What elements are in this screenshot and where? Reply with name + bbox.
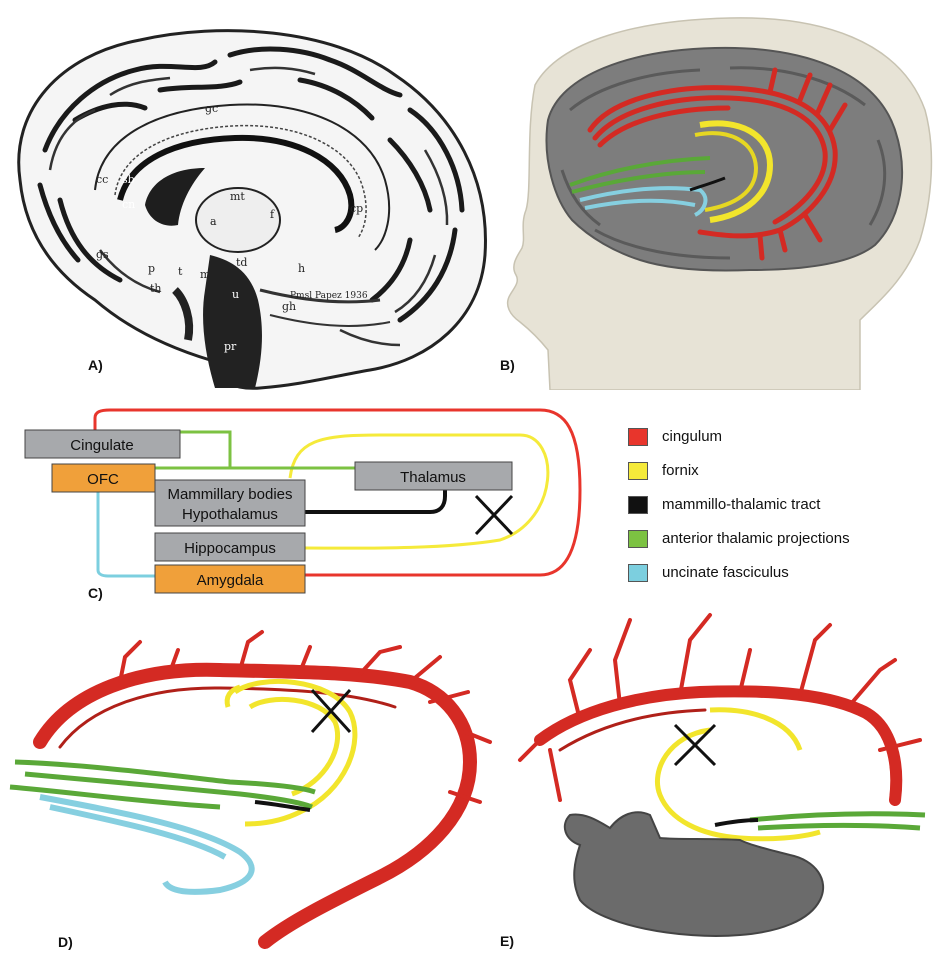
circuit-svg: Cingulate OFC Mammillary bodies Hypothal…: [0, 400, 620, 610]
amygdala-mesh: [565, 812, 823, 936]
panel-e-tractography: E): [500, 600, 936, 952]
tractography-e-image: [500, 600, 936, 952]
panel-a-papez-sketch: gc cc sb cn a mt f cp gs p th t m td h u…: [0, 0, 500, 390]
lesion-x-mark: [476, 496, 512, 534]
mammillary-label-line1: Mammillary bodies: [167, 486, 292, 503]
legend-swatch-uncinate: [628, 564, 648, 582]
legend-item: mammillo-thalamic tract: [628, 490, 928, 524]
panel-c-circuit-diagram: Cingulate OFC Mammillary bodies Hypothal…: [0, 400, 620, 610]
legend-item: cingulum: [628, 422, 928, 456]
sketch-tag-gs: gs: [96, 248, 109, 261]
mammillary-label-line2: Hypothalamus: [182, 506, 278, 523]
sketch-tag-gc: gc: [205, 102, 218, 115]
legend-item: anterior thalamic projections: [628, 524, 928, 558]
sketch-tag-m: m: [200, 268, 211, 281]
ofc-label: OFC: [87, 471, 119, 488]
mtt-connection: [305, 488, 445, 512]
sketch-tag-gh: gh: [282, 300, 296, 313]
sketch-tag-cc: cc: [96, 173, 108, 186]
cingulate-label: Cingulate: [70, 437, 133, 454]
sketch-tag-sb: sb: [122, 173, 135, 186]
sketch-tag-p: p: [148, 262, 155, 275]
panel-d-tractography: D): [0, 612, 500, 952]
tractography-d-image: [0, 612, 500, 952]
sketch-tag-u: u: [232, 288, 239, 301]
panel-d-label: D): [58, 934, 73, 950]
tract-legend: cingulum fornix mammillo-thalamic tract …: [628, 422, 928, 592]
legend-swatch-cingulum: [628, 428, 648, 446]
legend-swatch-mtt: [628, 496, 648, 514]
head-render-image: [500, 0, 936, 390]
sketch-tag-h: h: [298, 262, 305, 275]
panel-b-label: B): [500, 357, 515, 373]
sketch-tag-t: t: [178, 265, 183, 278]
sketch-tag-th: th: [150, 282, 162, 295]
legend-label-anterior: anterior thalamic projections: [662, 530, 850, 547]
legend-label-cingulum: cingulum: [662, 428, 722, 445]
legend-swatch-fornix: [628, 462, 648, 480]
panel-e-label: E): [500, 933, 514, 949]
amygdala-label: Amygdala: [197, 572, 264, 589]
uncinate-connection: [98, 488, 155, 576]
hippocampus-label: Hippocampus: [184, 540, 276, 557]
legend-item: fornix: [628, 456, 928, 490]
sketch-tag-mt: mt: [230, 190, 245, 203]
panel-a-label: A): [88, 357, 103, 373]
legend-item: uncinate fasciculus: [628, 558, 928, 592]
sketch-tag-cp: cp: [350, 202, 363, 215]
brain-sketch-image: gc cc sb cn a mt f cp gs p th t m td h u…: [0, 0, 500, 390]
sketch-tag-pr: pr: [224, 340, 237, 353]
sketch-tag-td: td: [236, 256, 247, 269]
panel-b-head-render: B): [500, 0, 936, 390]
legend-label-uncinate: uncinate fasciculus: [662, 564, 789, 581]
panel-c-label: C): [88, 585, 103, 601]
sketch-tag-a: a: [210, 215, 217, 228]
sketch-signature: Pmsl Papez 1936: [290, 291, 368, 301]
legend-swatch-anterior: [628, 530, 648, 548]
sketch-tag-cn: cn: [122, 198, 135, 211]
thalamus-label: Thalamus: [400, 469, 466, 486]
legend-label-mtt: mammillo-thalamic tract: [662, 496, 820, 513]
legend-label-fornix: fornix: [662, 462, 699, 479]
